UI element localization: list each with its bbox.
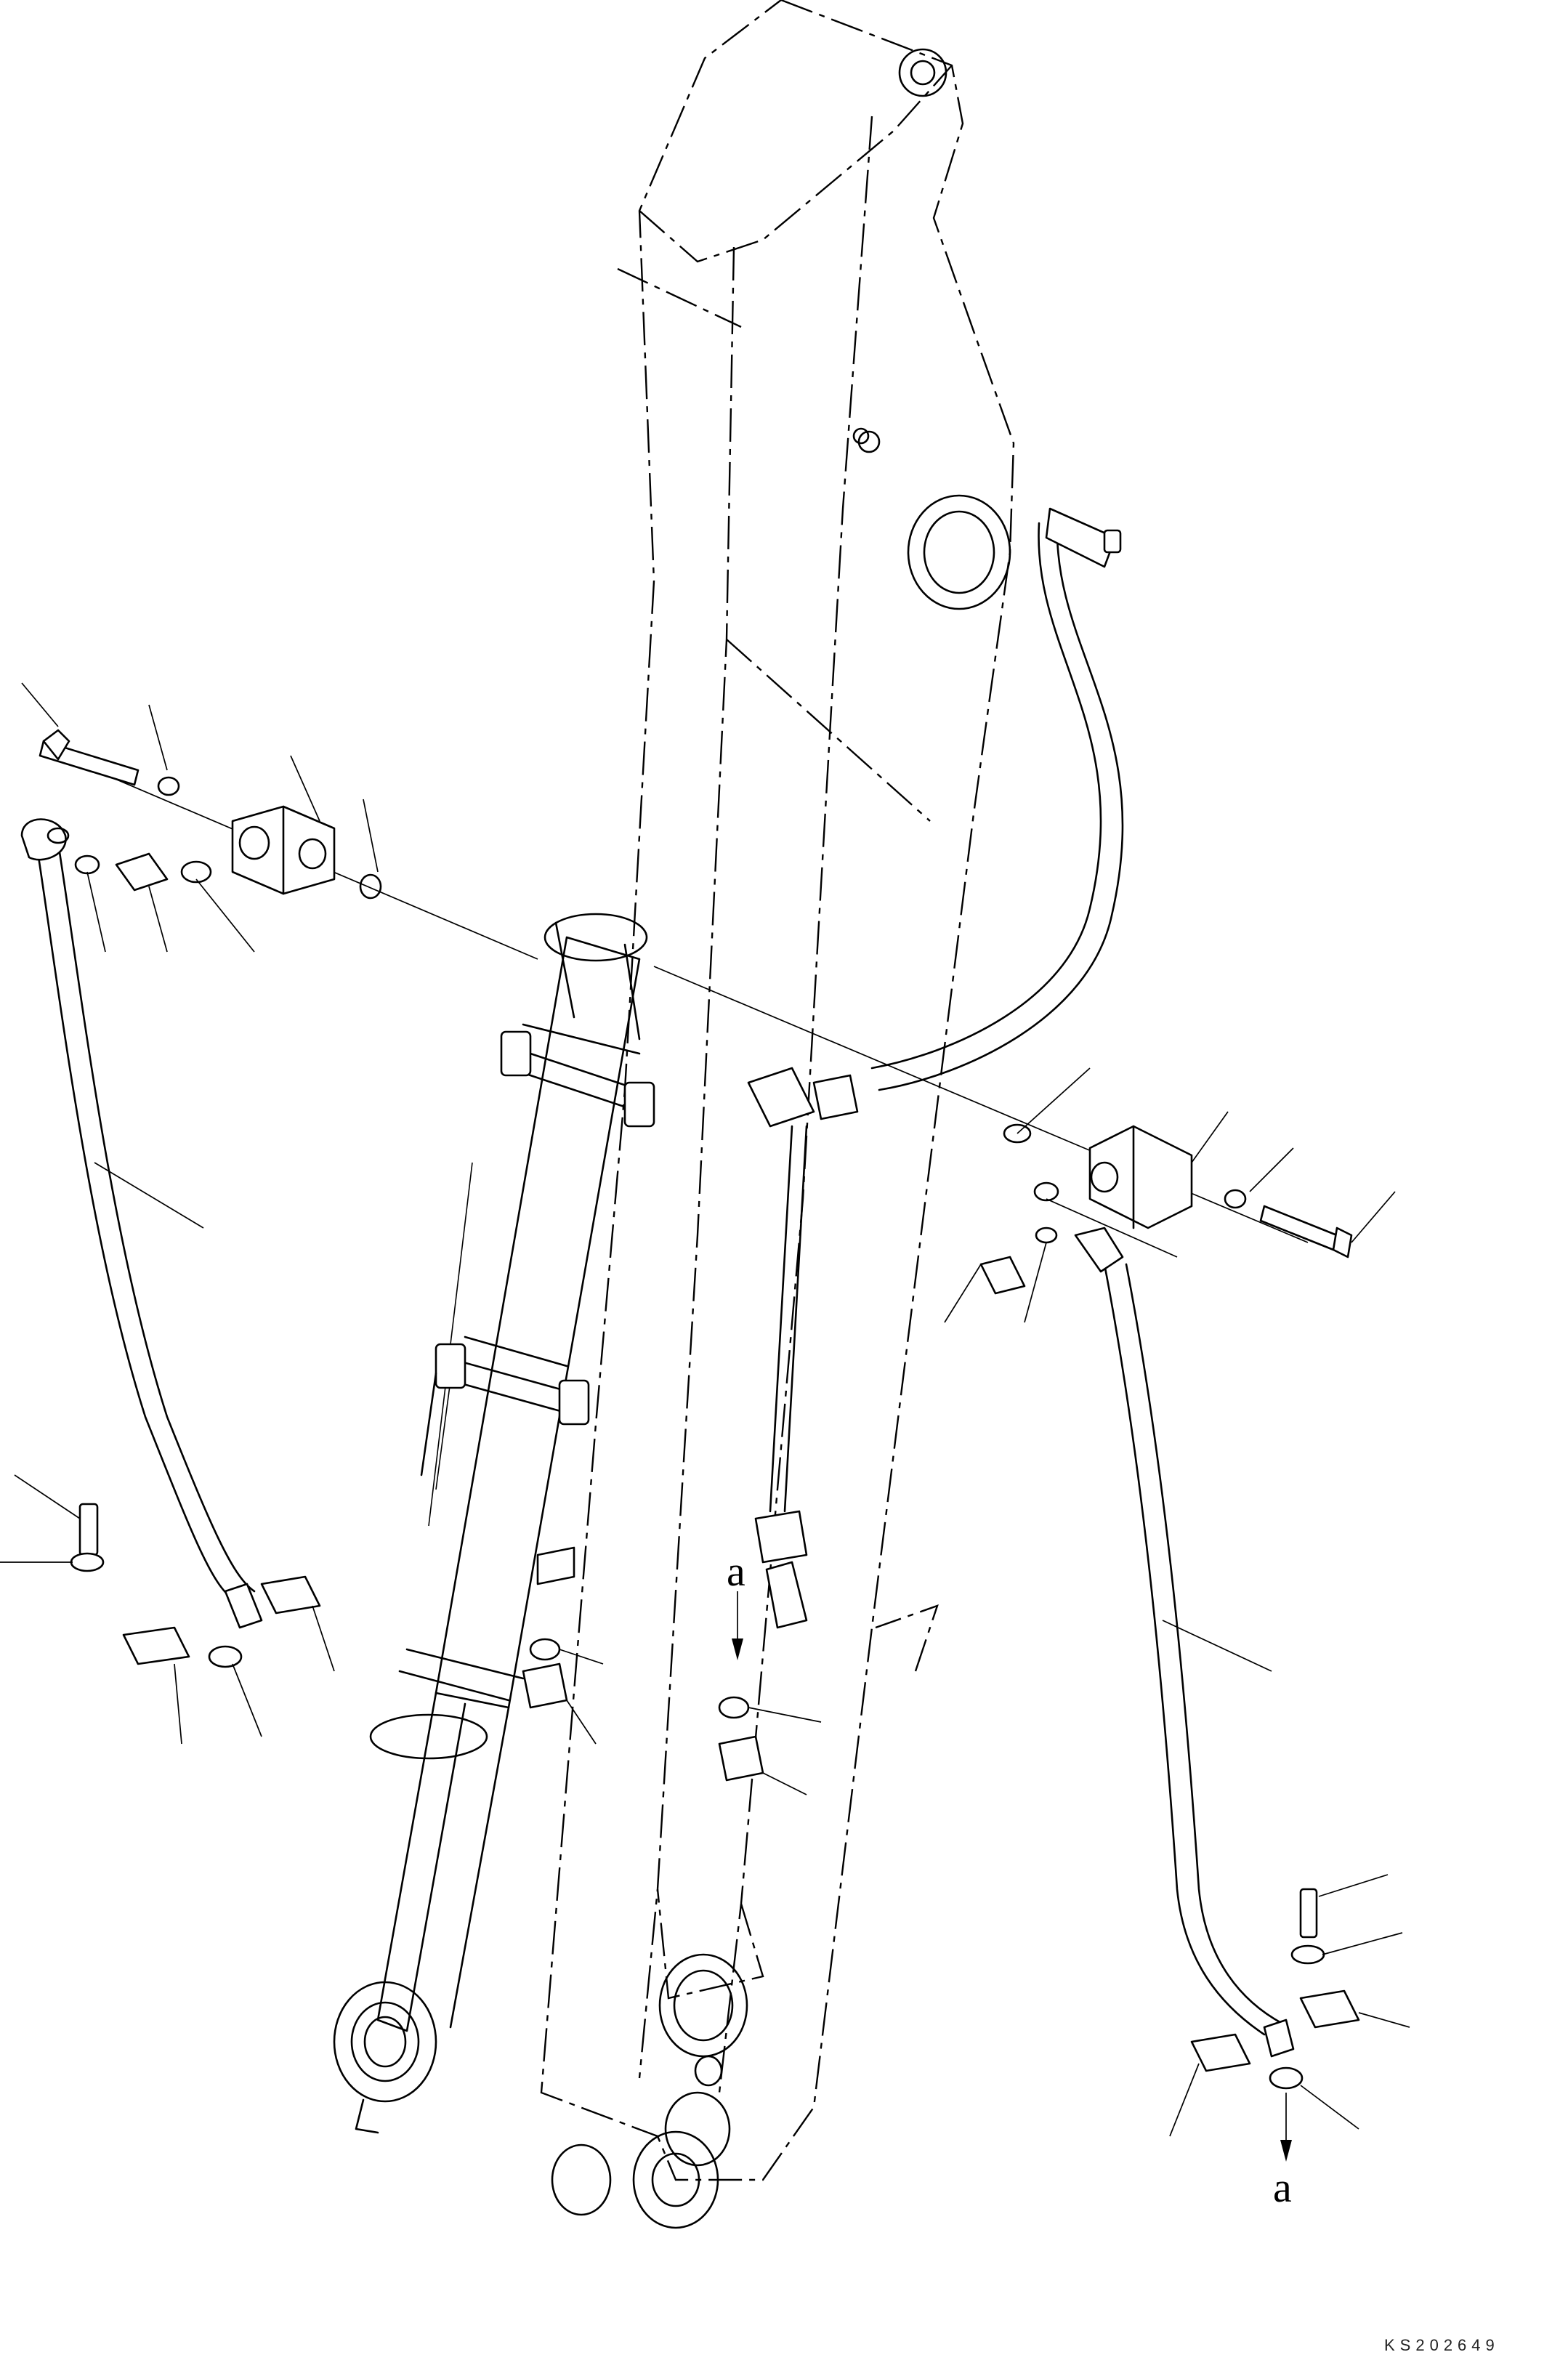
left-valve-block: [39, 729, 538, 960]
leader-lines: [0, 682, 1410, 2162]
view-label-bottom: a: [1273, 2164, 1292, 2211]
right-hose: [1074, 1227, 1295, 2058]
left-split-flange: [70, 1503, 321, 1668]
right-valve-block: [653, 966, 1353, 1295]
upper-hose: [870, 507, 1124, 1091]
left-hose: [20, 818, 263, 1629]
view-label-top: a: [727, 1548, 745, 1595]
arm-pin-bosses: [551, 48, 1011, 2229]
cylinder-clamps: [420, 1030, 655, 1476]
middle-pipe: [747, 1067, 859, 1629]
drawing-code: KS202649: [1384, 2336, 1500, 2354]
arm-cylinder: [333, 913, 648, 2134]
right-split-flange: [1190, 1888, 1360, 2090]
middle-plugs: [522, 1546, 764, 1782]
